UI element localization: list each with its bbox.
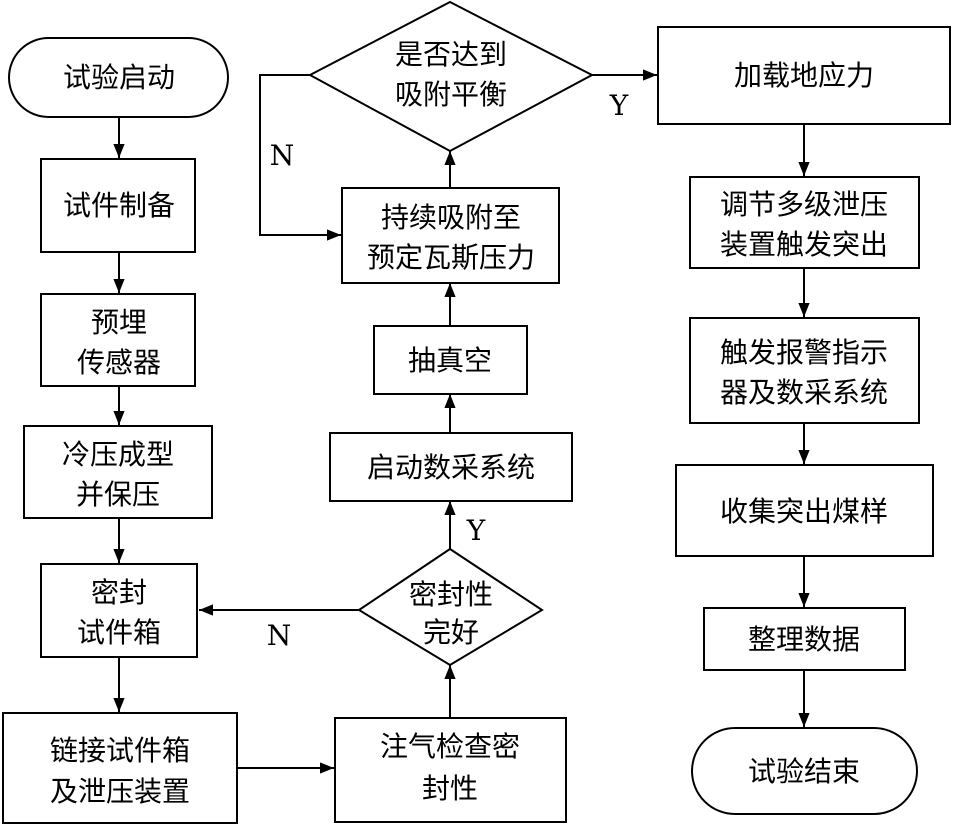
node-alarm: 触发报警指示 器及数采系统 [689, 317, 920, 424]
node-connect: 链接试件箱 及泄压装置 [2, 712, 238, 824]
node-adsorb-line-2: 预定瓦斯压力 [367, 241, 535, 274]
node-alarm-line-1: 触发报警指示 [720, 336, 888, 369]
node-prep: 试件制备 [40, 158, 196, 253]
node-connect-line-2: 及泄压装置 [50, 775, 190, 808]
arrow-balance-no-loop [259, 74, 341, 241]
balance-no-label: N [270, 139, 295, 172]
node-balance-decision: 是否达到 吸附平衡 [307, 0, 595, 153]
node-daq-start: 启动数采系统 [329, 432, 573, 502]
node-daq-start-label: 启动数采系统 [367, 451, 535, 484]
node-adjust-line-1: 调节多级泄压 [720, 188, 888, 221]
node-collect-label: 收集突出煤样 [720, 495, 888, 528]
node-organize-label: 整理数据 [748, 623, 860, 656]
node-end-label: 试验结束 [748, 755, 860, 788]
node-coldpress: 冷压成型 并保压 [23, 425, 213, 519]
node-seal-ok-decision: 密封性 完好 [357, 547, 544, 667]
node-balance-line-2: 吸附平衡 [395, 78, 507, 111]
node-balance-line-1: 是否达到 [395, 38, 507, 71]
node-end: 试验结束 [691, 727, 918, 815]
node-seal-ok-line-2: 完好 [423, 616, 479, 649]
node-organize: 整理数据 [703, 607, 906, 671]
node-adsorb-line-1: 持续吸附至 [381, 201, 521, 234]
node-embed-line-2: 传感器 [77, 346, 161, 379]
node-adjust: 调节多级泄压 装置触发突出 [689, 176, 920, 269]
node-embed-line-1: 预埋 [91, 306, 147, 339]
node-seal-box-line-1: 密封 [91, 576, 147, 609]
node-start-label: 试验启动 [63, 61, 175, 94]
connectors [113, 69, 810, 774]
node-connect-line-1: 链接试件箱 [50, 734, 190, 767]
node-collect: 收集突出煤样 [675, 464, 934, 557]
node-gas-check-line-1: 注气检查密 [380, 730, 520, 763]
node-seal-box: 密封 试件箱 [40, 563, 198, 658]
node-alarm-line-2: 器及数采系统 [720, 376, 888, 409]
node-seal-box-line-2: 试件箱 [77, 616, 161, 649]
node-coldpress-line-2: 并保压 [76, 478, 160, 511]
balance-yes-label: Y [609, 89, 629, 122]
node-vacuum-label: 抽真空 [408, 344, 492, 377]
node-seal-ok-line-1: 密封性 [409, 578, 493, 611]
node-vacuum: 抽真空 [373, 325, 528, 395]
node-stress: 加载地应力 [657, 26, 951, 125]
node-gas-check-line-2: 封性 [422, 772, 478, 805]
node-adsorb: 持续吸附至 预定瓦斯压力 [341, 187, 560, 284]
seal-no-label: N [267, 619, 292, 652]
node-adjust-line-2: 装置触发突出 [720, 228, 888, 261]
node-gas-check: 注气检查密 封性 [334, 717, 567, 823]
node-embed: 预埋 传感器 [40, 293, 196, 387]
node-coldpress-line-1: 冷压成型 [62, 438, 174, 471]
seal-yes-label: Y [466, 514, 486, 547]
node-start: 试验启动 [8, 37, 229, 118]
node-prep-label: 试件制备 [63, 189, 175, 222]
node-stress-label: 加载地应力 [734, 59, 874, 92]
